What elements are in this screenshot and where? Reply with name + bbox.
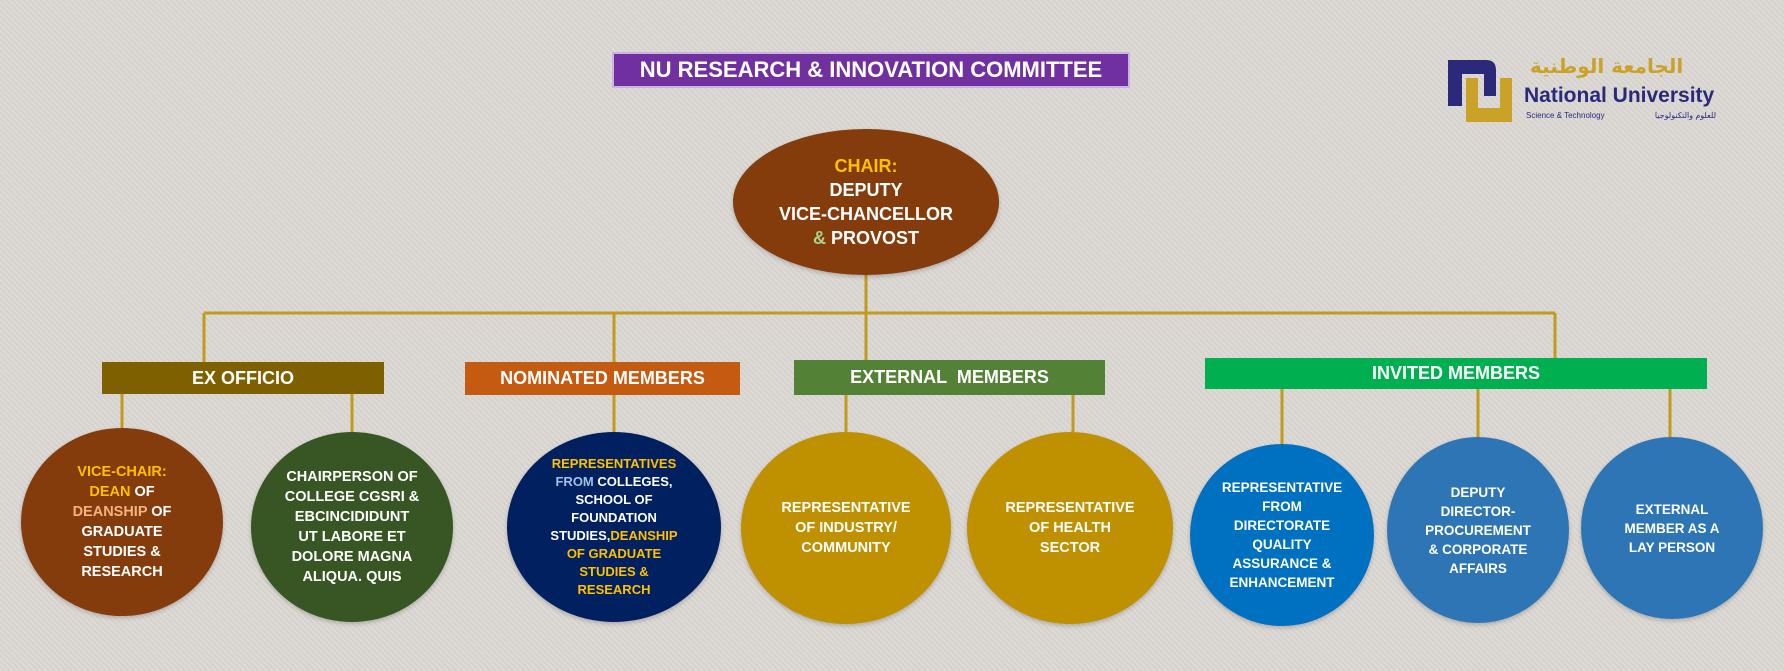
member-text: FROM [555,474,594,489]
member-text: RESEARCH [81,564,163,580]
member-text: GRADUATE [81,524,163,540]
member-text: FOUNDATION [571,510,657,525]
member-text: OF INDUSTRY/ [795,520,897,536]
chair-amp: & [812,228,826,248]
member-text: STUDIES & [83,544,161,560]
nu-logo-mark-icon [1448,60,1512,122]
logo-arabic-name: الجامعة الوطنية [1530,54,1684,78]
member-procurement: DEPUTY DIRECTOR- PROCUREMENT & CORPORATE… [1387,437,1569,623]
member-text: LAY PERSON [1628,539,1716,555]
member-text: PROCUREMENT [1425,522,1531,538]
member-text: STUDIES, [550,528,611,543]
category-external-members: EXTERNAL MEMBERS [794,360,1105,395]
member-text: DIRECTORATE [1233,518,1331,533]
member-text: OF GRADUATE [566,546,662,561]
member-text: OF [147,504,172,520]
logo-subtitle-en: Science & Technology [1526,111,1605,120]
member-chairperson: CHAIRPERSON OF COLLEGE CGSRI & EBCINCIDI… [251,432,453,622]
chair-line: PROVOST [831,228,920,248]
national-university-logo: الجامعة الوطنية National University Scie… [1446,54,1716,124]
category-invited-members: INVITED MEMBERS [1205,358,1707,389]
member-text: COLLEGE CGSRI & [284,489,420,505]
logo-subtitle-ar: للعلوم والتكنولوجيا [1654,111,1716,120]
member-text: REPRESENTATIVE [1221,480,1343,495]
member-text: SECTOR [1039,540,1101,556]
member-text: DOLORE MAGNA [291,549,413,565]
member-text: REPRESENTATIVE [1005,500,1135,516]
member-text: DEANSHIP [610,528,678,543]
member-text: COMMUNITY [801,540,891,556]
member-text: DIRECTOR- [1440,503,1516,519]
member-text: QUALITY [1252,537,1312,552]
category-nominated-members: NOMINATED MEMBERS [465,362,740,395]
member-text: STUDIES & [579,564,649,579]
member-representatives: REPRESENTATIVES FROM COLLEGES, SCHOOL OF… [507,432,721,622]
member-text: ENHANCEMENT [1229,575,1335,590]
chair-node: CHAIR: DEPUTY VICE-CHANCELLOR & PROVOST [733,129,999,275]
member-text: DEPUTY [1450,484,1506,500]
member-quality: REPRESENTATIVE FROM DIRECTORATE QUALITY … [1190,444,1374,626]
member-text: SCHOOL OF [575,492,653,507]
member-text: RESEARCH [577,582,651,597]
member-text: ALIQUA. QUIS [302,569,402,585]
member-text: EXTERNAL [1635,501,1709,517]
logo-english-name: National University [1524,84,1715,107]
chair-line: DEPUTY [829,180,903,200]
member-text: ASSURANCE & [1232,556,1332,571]
chair-line: VICE-CHANCELLOR [779,204,953,224]
member-text: & CORPORATE [1428,541,1528,557]
member-text: CHAIRPERSON OF [286,469,418,485]
member-text: MEMBER AS A [1624,520,1720,536]
member-text: REPRESENTATIVES [551,456,677,471]
member-text: VICE-CHAIR: [77,464,167,480]
member-vice-chair: VICE-CHAIR: DEAN OF DEANSHIP OF GRADUATE… [21,428,223,616]
member-text: EBCINCIDIDUNT [294,509,410,525]
member-text: UT LABORE ET [298,529,406,545]
category-ex-officio: EX OFFICIO [102,362,384,394]
member-text: OF HEALTH [1029,520,1111,536]
member-text: DEAN [89,484,131,500]
chart-title: NU RESEARCH & INNOVATION COMMITTEE [612,52,1130,88]
member-text: COLLEGES, [593,474,673,489]
member-text: DEANSHIP [72,504,148,520]
member-text: REPRESENTATIVE [781,500,911,516]
member-industry: REPRESENTATIVE OF INDUSTRY/ COMMUNITY [741,432,951,624]
member-text: OF [130,484,155,500]
chair-label: CHAIR: [834,156,898,176]
member-health: REPRESENTATIVE OF HEALTH SECTOR [967,432,1173,624]
member-text: AFFAIRS [1449,560,1507,576]
member-text: FROM [1262,499,1302,514]
member-lay-person: EXTERNAL MEMBER AS A LAY PERSON [1581,437,1763,619]
